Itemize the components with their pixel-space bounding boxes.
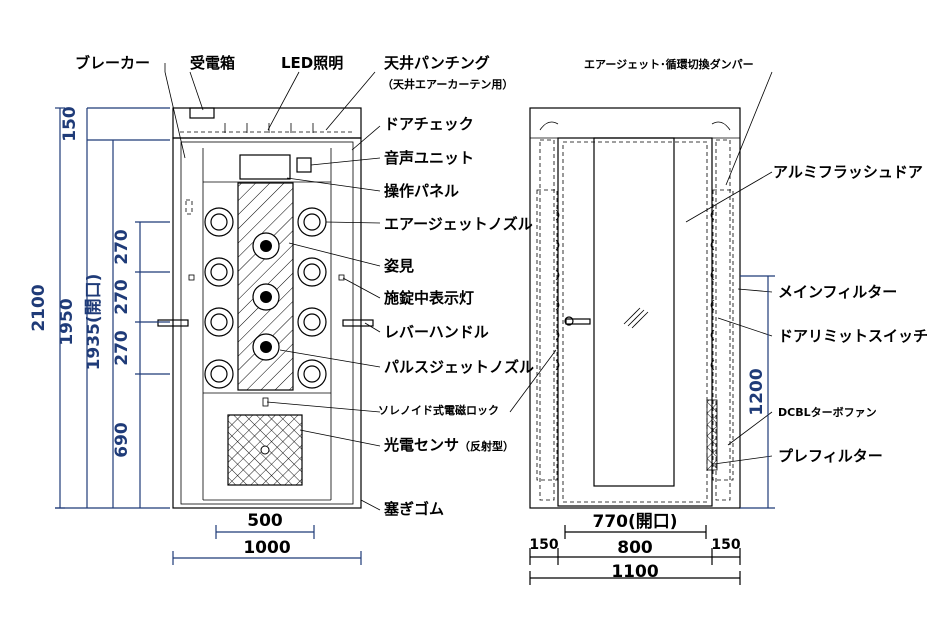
dim-body-height: 1950: [57, 298, 77, 345]
label-breaker: ブレーカー: [75, 54, 150, 72]
side-outline: [529, 107, 741, 509]
dim-total-width: 1100: [611, 562, 658, 582]
label-power-box: 受電箱: [190, 54, 235, 72]
dim-opening-width: 770(開口): [592, 512, 677, 532]
label-pulse-jet-nozzle: パルスジェットノズル: [384, 358, 534, 376]
label-solenoid-lock: ソレノイド式電磁ロック: [378, 403, 499, 417]
dim-total-height: 2100: [29, 284, 49, 331]
label-photo-sensor: 光電センサ: [383, 436, 459, 454]
front-view: [157, 107, 374, 509]
side-lever-handle: [565, 318, 591, 325]
label-audio-unit: 音声ユニット: [384, 149, 474, 167]
label-door-check: ドアチェック: [384, 115, 474, 133]
dim-opening-height: 1935(開口): [84, 274, 104, 371]
main-body: [172, 137, 362, 509]
label-pre-filter: プレフィルター: [778, 447, 883, 465]
label-photo-sensor-note: （反射型）: [459, 439, 514, 453]
dim-bottom-inner: 500: [247, 511, 283, 531]
label-aluminum-flush-door: アルミフラッシュドア: [773, 163, 923, 181]
label-door-limit-switch: ドアリミットスイッチ: [778, 327, 928, 345]
dim-top-height: 150: [60, 106, 80, 142]
audio-unit-shape: [296, 157, 312, 173]
label-main-filter: メインフィルター: [778, 283, 897, 301]
lever-handle-right: [342, 319, 374, 327]
power-box-shape: [189, 107, 215, 119]
dim-seg2: 270: [112, 279, 132, 315]
left-dimension-lines: [55, 107, 362, 565]
label-air-jet-nozzle: エアージェットノズル: [384, 215, 533, 233]
label-bumper: 塞ぎゴム: [384, 500, 444, 518]
dim-seg1: 270: [112, 229, 132, 265]
label-ceiling-punching: 天井パンチング: [384, 54, 490, 72]
dim-side-right: 150: [711, 537, 740, 553]
label-mirror: 姿見: [384, 257, 414, 275]
label-ceiling-punching-note: （天井エアーカーテン用）: [382, 77, 513, 91]
dim-side-left: 150: [529, 537, 558, 553]
right-dimension-lines: [740, 275, 775, 509]
label-damper: エアージェット･循環切換ダンパー: [584, 57, 754, 71]
label-turbo-fan: DCBLターボファン: [778, 405, 877, 419]
label-lock-indicator: 施錠中表示灯: [384, 289, 474, 307]
label-led-light: LED照明: [281, 54, 343, 72]
dim-bottom-outer: 1000: [243, 538, 290, 558]
side-view: [529, 107, 741, 509]
dim-seg3: 270: [112, 330, 132, 366]
top-box: [172, 107, 362, 139]
lever-handle-left: [157, 319, 189, 327]
flush-door: [593, 137, 675, 487]
right-bottom-dimension-lines: [529, 525, 741, 585]
dim-center-width: 800: [617, 538, 653, 558]
dim-side-height: 1200: [747, 368, 767, 415]
control-panel-shape: [239, 154, 291, 180]
label-lever-handle: レバーハンドル: [384, 323, 489, 341]
label-control-panel: 操作パネル: [384, 182, 459, 200]
dim-seg4: 690: [112, 422, 132, 458]
pulse-jet-nozzles: [252, 232, 280, 361]
